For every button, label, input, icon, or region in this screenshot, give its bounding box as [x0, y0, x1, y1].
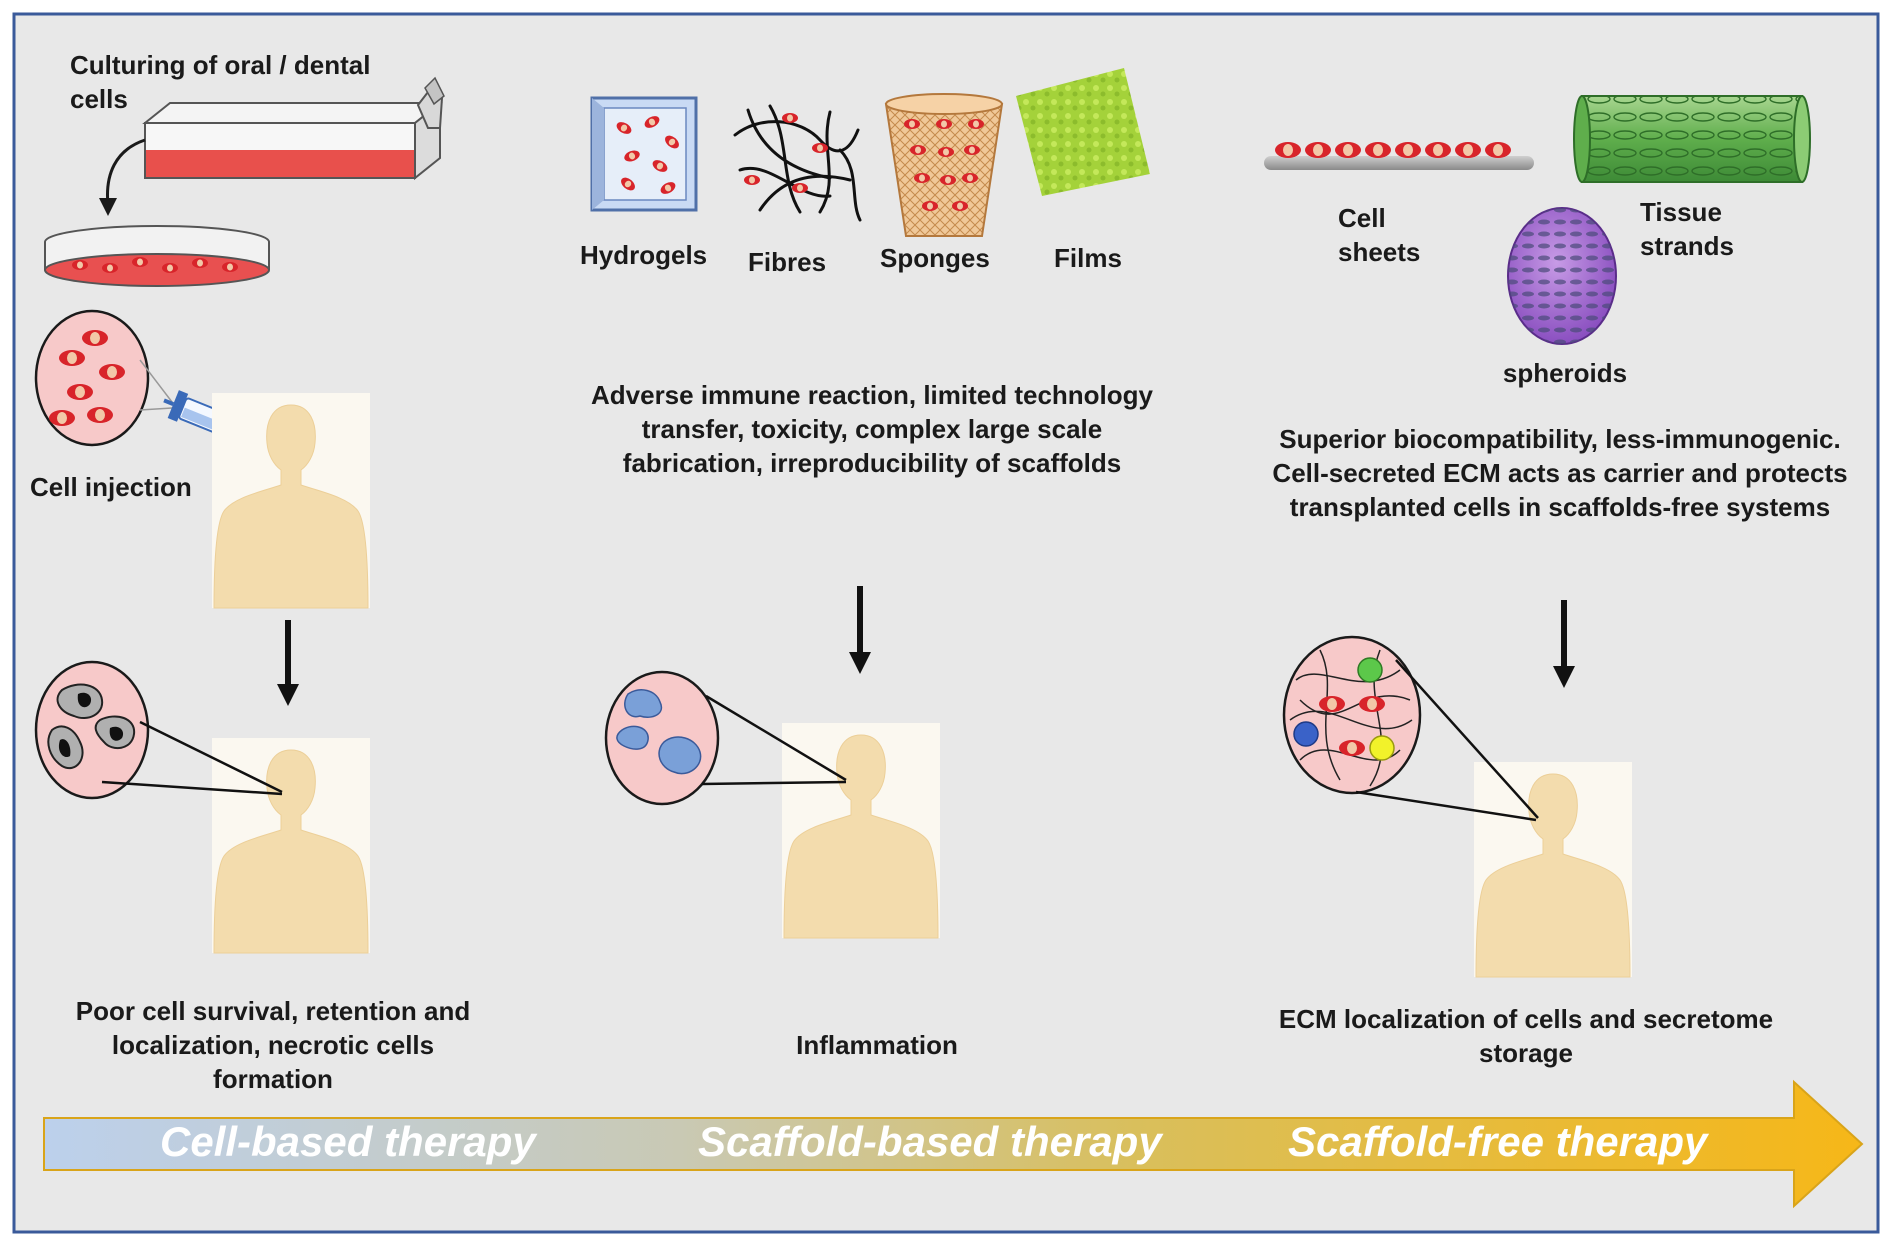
- spheroids-label: spheroids: [1502, 358, 1628, 388]
- cell-based-outcome: Poor cell survival, retention and locali…: [75, 996, 471, 1094]
- patient-figure-1: [211, 392, 371, 609]
- scaffold-label-hydrogels: Hydrogels: [580, 240, 708, 270]
- inflammation-circle: [604, 670, 720, 806]
- culture-flask-icon: [142, 76, 445, 181]
- scaffold-free-outcome: ECM localization of cells and secretome …: [1278, 1004, 1774, 1068]
- culture-label: Culturing of oral / dental cells: [70, 50, 371, 114]
- down-arrow-icon: [277, 684, 299, 706]
- curved-arrow-icon: [99, 198, 117, 216]
- tissue-strands-label: Tissue strands: [1640, 197, 1734, 261]
- film-icon: [1016, 68, 1150, 196]
- necrotic-cells-circle: [34, 660, 150, 800]
- petri-dish-icon: [44, 225, 270, 287]
- tissue-strand-icon: [1573, 95, 1811, 183]
- fibres-icon: [733, 104, 862, 222]
- therapy-label-cell-based: Cell-based therapy: [160, 1118, 536, 1165]
- hydrogel-icon: [590, 96, 698, 212]
- patient-figure-4: [1473, 761, 1633, 978]
- therapy-timeline-arrow: [43, 1079, 1864, 1209]
- therapy-label-scaffold-based: Scaffold-based therapy: [698, 1118, 1162, 1165]
- cell-suspension-circle: [34, 309, 150, 447]
- scaffold-drawbacks: Adverse immune reaction, limited technol…: [590, 380, 1154, 478]
- therapy-label-scaffold-free: Scaffold-free therapy: [1288, 1118, 1708, 1165]
- scaffold-label-sponges: Sponges: [880, 243, 990, 273]
- scaffold-based-outcome: Inflammation: [796, 1030, 958, 1060]
- injection-label: Cell injection: [30, 472, 192, 502]
- cell-sheets-label: Cell sheets: [1338, 203, 1421, 267]
- sponge-icon: [884, 93, 1004, 237]
- scaffold-label-fibres: Fibres: [748, 247, 827, 277]
- scaffold-free-benefits: Superior biocompatibility, less-immunoge…: [1272, 424, 1848, 522]
- cell-sheet-icon: [1264, 142, 1534, 170]
- spheroid-icon: [1507, 207, 1617, 345]
- scaffold-label-films: Films: [1054, 243, 1122, 273]
- down-arrow-icon: [1553, 666, 1575, 688]
- ecm-circle: [1282, 635, 1422, 795]
- down-arrow-icon: [849, 652, 871, 674]
